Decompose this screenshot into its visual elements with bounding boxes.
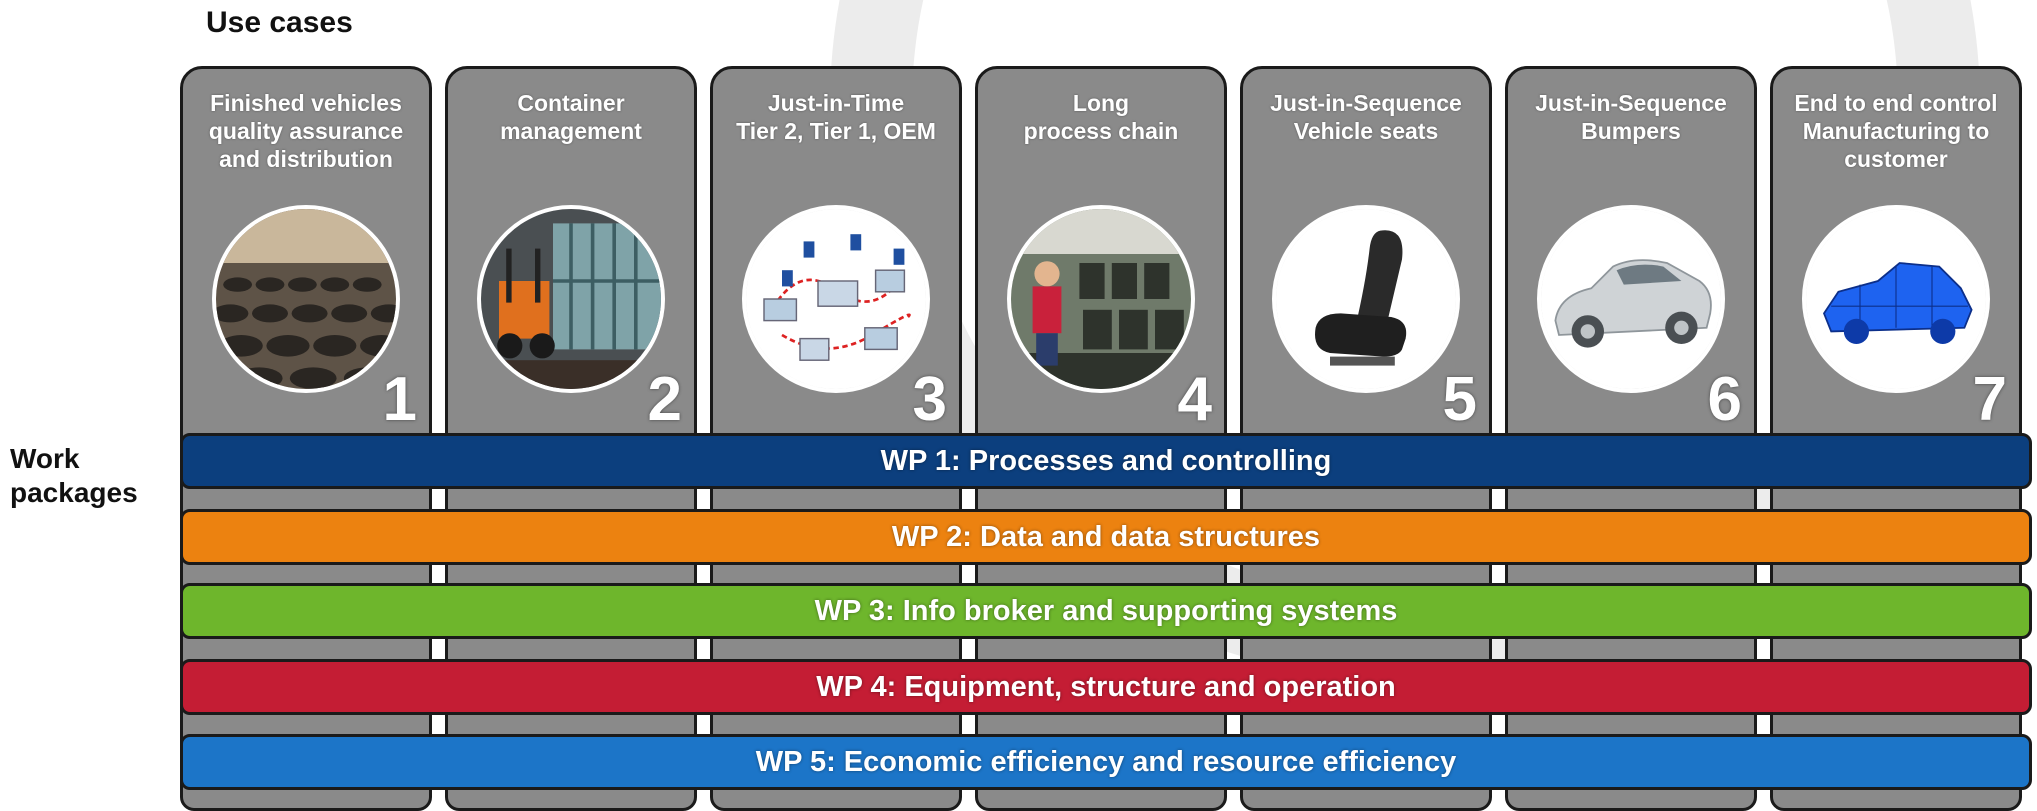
work-package-5-bar: WP 5: Economic efficiency and resource e… (180, 734, 2032, 790)
use-case-label: End to end control Manufacturing to cust… (1777, 89, 2015, 173)
use-case-number: 6 (1707, 365, 1742, 434)
blue-car-model-illustration (1802, 205, 1990, 393)
use-case-label: Just-in-Sequence Vehicle seats (1247, 89, 1485, 145)
use-case-label-line: management (500, 118, 642, 144)
use-case-number: 2 (647, 365, 682, 434)
use-case-label-line: End to end control (1794, 90, 1998, 116)
use-case-number: 7 (1972, 365, 2007, 434)
use-case-label-line: customer (1844, 146, 1948, 172)
use-case-label-line: Long (1072, 90, 1130, 116)
use-case-label-line: Finished vehicles (210, 90, 402, 116)
use-case-label-line: quality assurance (208, 118, 404, 144)
factory-worker-photo (1007, 205, 1195, 393)
work-package-3-bar: WP 3: Info broker and supporting systems (180, 583, 2032, 639)
use-case-number: 5 (1442, 365, 1477, 434)
work-package-4-bar: WP 4: Equipment, structure and operation (180, 659, 2032, 715)
use-case-label-line: Vehicle seats (1293, 118, 1439, 144)
use-case-label: Container management (452, 89, 690, 145)
tires-storage-photo (212, 205, 400, 393)
use-cases-title: Use cases (206, 6, 353, 39)
use-case-label-line: Just-in-Time (767, 90, 905, 116)
use-case-label-line: Container (517, 90, 625, 116)
use-case-label-line: Just-in-Sequence (1270, 90, 1462, 116)
use-case-label-line: and distribution (219, 146, 393, 172)
use-case-number: 4 (1177, 365, 1212, 434)
work-packages-title: Work packages (10, 442, 138, 510)
forklift-container-photo (477, 205, 665, 393)
silver-car-photo (1537, 205, 1725, 393)
supply-chain-network-illustration (742, 205, 930, 393)
use-case-label: Just-in-Sequence Bumpers (1512, 89, 1750, 145)
use-case-label: Finished vehicles quality assurance and … (187, 89, 425, 173)
use-case-number: 1 (382, 365, 417, 434)
use-case-label-line: Tier 2, Tier 1, OEM (736, 118, 936, 144)
work-package-1-bar: WP 1: Processes and controlling (180, 433, 2032, 489)
use-case-label-line: Bumpers (1581, 118, 1681, 144)
use-case-label: Long process chain (982, 89, 1220, 145)
use-case-label-line: process chain (1023, 118, 1179, 144)
vehicle-seat-photo (1272, 205, 1460, 393)
work-package-2-bar: WP 2: Data and data structures (180, 509, 2032, 565)
use-case-number: 3 (912, 365, 947, 434)
work-packages-title-line2: packages (10, 477, 138, 508)
work-packages-title-line1: Work (10, 443, 80, 474)
use-case-label-line: Manufacturing to (1802, 118, 1990, 144)
use-case-label: Just-in-Time Tier 2, Tier 1, OEM (717, 89, 955, 145)
use-case-label-line: Just-in-Sequence (1535, 90, 1727, 116)
